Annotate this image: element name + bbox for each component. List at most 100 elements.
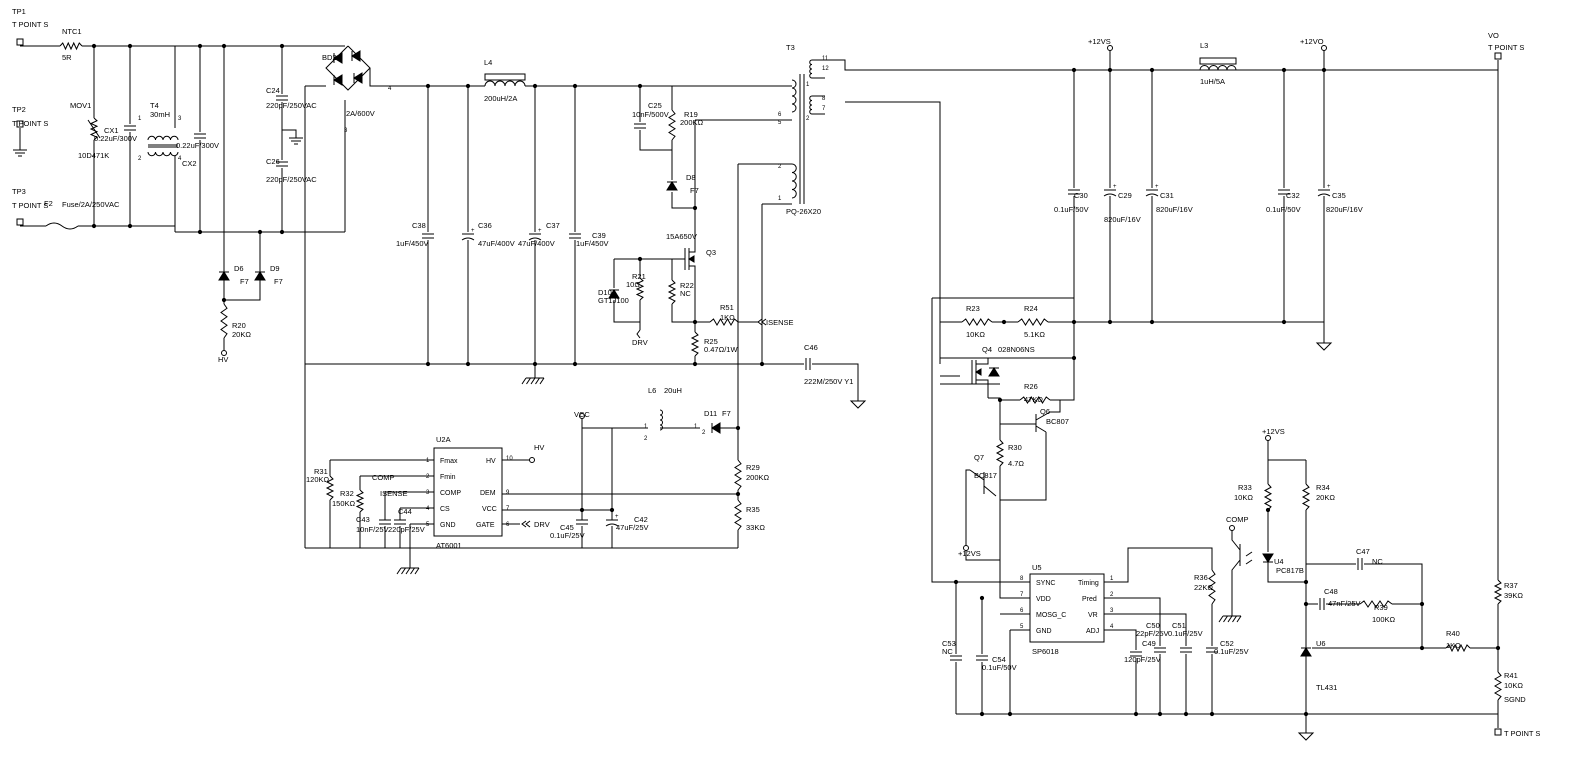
label-r26: R26 xyxy=(1024,382,1038,391)
junction-dot xyxy=(1281,67,1287,73)
svg-text:+: + xyxy=(1327,184,1331,190)
label-c38v: 1uF/450V xyxy=(396,239,429,248)
label-r31v: 120KΩ xyxy=(306,475,330,484)
label-r37: R37 xyxy=(1504,581,1518,590)
r24-resistor xyxy=(1017,318,1049,326)
ground-icon xyxy=(1297,728,1315,741)
label-d10: D10 xyxy=(598,288,612,297)
pin-number: 5 xyxy=(426,522,430,528)
junction-dot xyxy=(91,223,97,229)
u5-sync-rectifier-ic xyxy=(1029,573,1105,643)
c45-capacitor xyxy=(576,519,588,525)
junction-dot xyxy=(1419,601,1425,607)
label-r40v: 1KΩ xyxy=(1446,641,1461,650)
bd2-diode-3 xyxy=(353,72,363,84)
c53-capacitor xyxy=(950,655,962,661)
pin-number: 3 xyxy=(1110,608,1114,614)
junction-dot xyxy=(1149,319,1155,325)
pin-number: 8 xyxy=(1020,576,1024,582)
label-d9v: F7 xyxy=(274,277,283,286)
r25-resistor xyxy=(690,331,700,357)
label-c47v: NC xyxy=(1372,557,1383,566)
svg-text:+: + xyxy=(1113,184,1117,190)
label-c42v: 47uF/25V xyxy=(616,523,649,532)
label-c46v: 222M/250V Y1 xyxy=(804,377,853,386)
pin-number: 6 xyxy=(506,522,510,528)
label-c37: C37 xyxy=(546,221,560,230)
label-r36: R36 xyxy=(1194,573,1208,582)
label-c48v: 47nF/25V xyxy=(1328,599,1361,608)
c38-capacitor xyxy=(422,233,434,239)
svg-text:+: + xyxy=(538,228,542,234)
pin-number: 1 xyxy=(694,424,698,430)
label-c54: C54 xyxy=(992,655,1006,664)
label-u6v: TL431 xyxy=(1316,683,1337,692)
label-c43v: 10nF/25V xyxy=(356,525,389,534)
c43-capacitor xyxy=(379,519,391,525)
label-u5p2: Pred xyxy=(1082,596,1097,603)
r31-resistor xyxy=(325,475,335,501)
t3-primary-2 xyxy=(791,163,797,199)
label-q3: Q3 xyxy=(706,248,716,257)
drv-port-1 xyxy=(636,329,641,339)
pin-number: 4 xyxy=(178,156,182,162)
label-comp2: COMP xyxy=(1226,515,1249,524)
junction-dot xyxy=(1303,601,1309,607)
r37-resistor xyxy=(1493,579,1503,605)
c25-capacitor xyxy=(634,123,646,129)
t3-primary-1 xyxy=(791,79,797,113)
r23-resistor xyxy=(961,318,993,326)
label-u5p1: Timing xyxy=(1078,580,1099,587)
label-l4v: 200uH/2A xyxy=(484,94,517,103)
d10-diode xyxy=(608,289,620,299)
label-u2p10: HV xyxy=(486,458,496,465)
p12vs-port-2 xyxy=(963,545,969,551)
label-c36: C36 xyxy=(478,221,492,230)
pin-number: 2 xyxy=(702,430,706,436)
junction-dot xyxy=(1133,711,1139,717)
label-r39v: 100KΩ xyxy=(1372,615,1396,624)
label-c35v: 820uF/16V xyxy=(1326,205,1363,214)
label-u2p7: VCC xyxy=(482,506,497,513)
c29-capacitor: + xyxy=(1103,184,1117,197)
u2a-controller-ic xyxy=(433,447,503,537)
label-c51: C51 xyxy=(1172,621,1186,630)
label-q4v: 028N06NS xyxy=(998,345,1035,354)
f2-fuse xyxy=(45,222,79,230)
label-c39: C39 xyxy=(592,231,606,240)
label-d11: D11 xyxy=(704,409,717,418)
label-r41v: 10KΩ xyxy=(1504,681,1523,690)
label-c53: C53 xyxy=(942,639,956,648)
t4-choke-bot xyxy=(147,151,179,157)
label-u4v: PC817B xyxy=(1276,566,1304,575)
q4-mosfet xyxy=(971,358,989,398)
label-u2a: U2A xyxy=(436,435,451,444)
junction-dot xyxy=(257,229,263,235)
u6-tl431-shunt xyxy=(1300,647,1312,657)
junction-dot xyxy=(221,43,227,49)
label-cx1v: 0.22uF/300V xyxy=(94,134,137,143)
l4-inductor xyxy=(484,80,526,87)
label-c47: C47 xyxy=(1356,547,1370,556)
label-u2p3: COMP xyxy=(440,490,461,497)
label-d6: D6 xyxy=(234,264,244,273)
label-tpbot: T POINT S xyxy=(1504,729,1540,738)
pin-number: 7 xyxy=(506,506,510,512)
r40-resistor xyxy=(1445,643,1471,653)
label-c37v: 47uF/400V xyxy=(518,239,555,248)
l4-core xyxy=(484,73,526,81)
label-q4: Q4 xyxy=(982,345,992,354)
c39-capacitor xyxy=(569,233,581,239)
r41-resistor xyxy=(1494,671,1502,701)
label-u5p7: VDD xyxy=(1036,596,1051,603)
pin-number: 4 xyxy=(1110,624,1114,630)
bd2-diode-2 xyxy=(333,74,343,86)
pin-number: 3 xyxy=(426,490,430,496)
mov1-varistor xyxy=(89,117,99,141)
label-u5p6: MOSG_C xyxy=(1036,612,1066,619)
label-r21: R21 xyxy=(632,272,646,281)
bd2-diode-1 xyxy=(351,50,361,62)
tp1-test-point xyxy=(16,38,24,46)
label-r24: R24 xyxy=(1024,304,1038,313)
label-r19: R19 xyxy=(684,110,698,119)
